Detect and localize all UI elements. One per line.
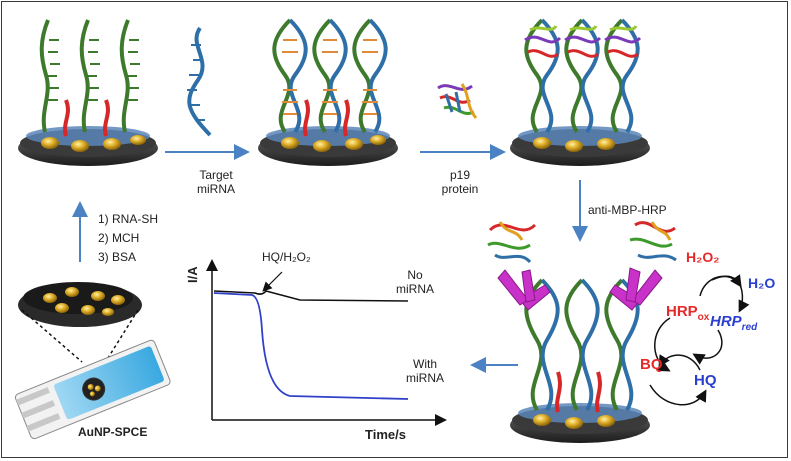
screen-printed-strip [14, 339, 171, 440]
prep-step-3: 3) BSA [98, 250, 137, 264]
step-target-line2: miRNA [197, 182, 235, 196]
no-mirna-line1: No [407, 268, 423, 282]
no-mirna-label: No miRNA [385, 268, 445, 296]
injection-label: HQ/H₂O₂ [262, 250, 311, 264]
step-target-mirna-label: Target miRNA [186, 168, 246, 196]
target-mirna-strand [187, 26, 212, 137]
rna-probe-strands [39, 19, 140, 133]
no-mirna-line2: miRNA [396, 282, 434, 296]
hrp-enzymes [487, 221, 677, 264]
step-antibody-label: anti-MBP-HRP [588, 203, 667, 217]
gold-nanoparticles [41, 135, 146, 152]
panel-probe-electrode [18, 19, 158, 166]
bq-label: BQ [640, 356, 663, 373]
hrp-ox-text: HRP [666, 303, 698, 320]
step-target-line1: Target [199, 168, 233, 182]
redox-cycle-arrows [649, 274, 750, 406]
hrp-ox-label: HRPox [666, 303, 710, 325]
anti-mbp-antibodies [497, 267, 663, 311]
step-p19-label: p19 protein [430, 168, 490, 196]
y-axis-label: I/A [185, 266, 200, 283]
base-pairs [282, 39, 378, 115]
panel-p19-electrode [510, 18, 650, 166]
hrp-red-subscript: red [741, 322, 758, 333]
x-axis-label: Time/s [365, 427, 406, 442]
bound-p19-proteins [524, 25, 642, 58]
step-p19-line2: protein [441, 182, 479, 196]
step-p19-line1: p19 [449, 168, 471, 182]
with-mirna-line2: miRNA [406, 371, 444, 385]
hrp-red-text: HRP [710, 313, 742, 330]
no-mirna-trace [213, 290, 409, 302]
prep-step-2: 2) MCH [98, 231, 140, 245]
chronoamperogram [206, 259, 447, 426]
prep-steps-list: 1) RNA-SH 2) MCH 3) BSA [98, 210, 158, 267]
injection-arrow [262, 271, 283, 292]
with-mirna-trace [213, 292, 409, 400]
prep-step-1: 1) RNA-SH [98, 212, 159, 226]
hq-label: HQ [694, 372, 717, 389]
with-mirna-line1: With [413, 357, 437, 371]
aunp-spce-electrode [14, 282, 171, 440]
electrode-label: AuNP-SPCE [78, 425, 148, 439]
h2o-label: H₂O [748, 275, 776, 291]
hrp-red-label: HRPred [710, 313, 758, 335]
with-mirna-label: With miRNA [395, 357, 455, 385]
panel-antibody-electrode [487, 221, 677, 443]
hrp-ox-subscript: ox [697, 312, 710, 323]
p19-protein [437, 83, 478, 119]
rna-duplexes [272, 18, 388, 134]
mch-spacers [63, 99, 110, 137]
h2o2-label: H₂O₂ [686, 249, 720, 265]
panel-duplex-electrode [258, 18, 398, 166]
